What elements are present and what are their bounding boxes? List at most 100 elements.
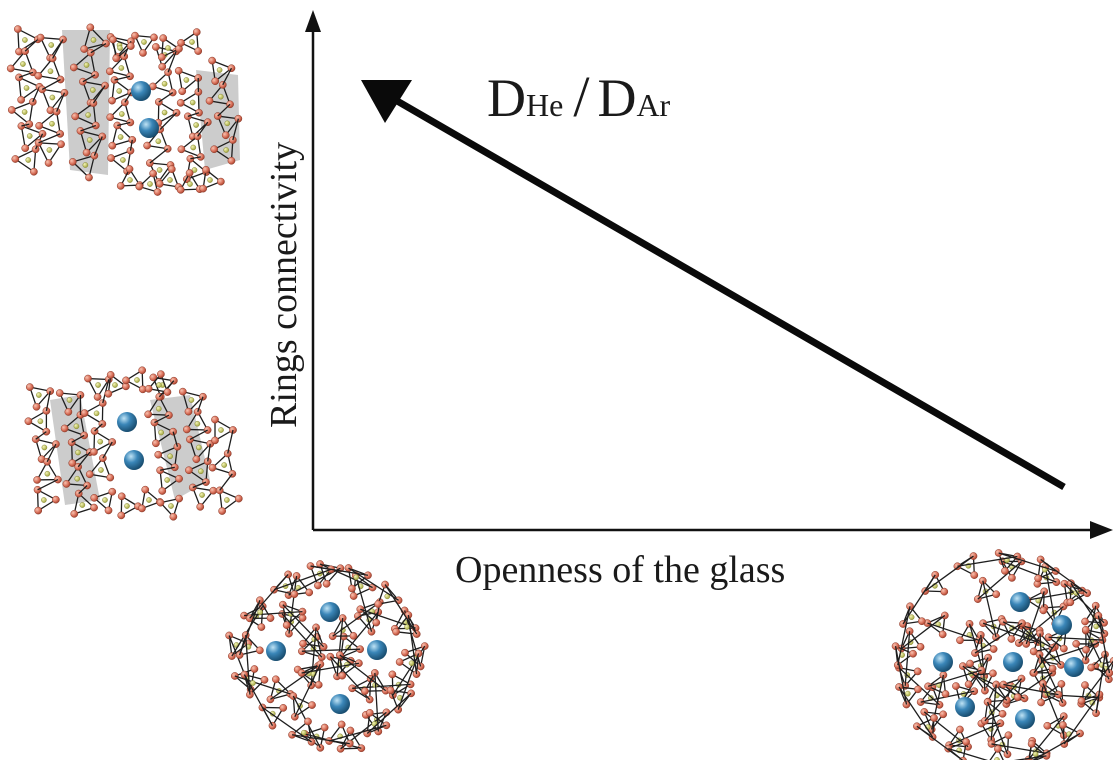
oxygen-atom — [163, 388, 172, 396]
silicon-atom — [41, 497, 47, 503]
tetrahedron — [17, 27, 40, 53]
bond — [977, 560, 1022, 600]
tetrahedron — [216, 115, 240, 137]
silicon-atom — [167, 453, 173, 460]
tetrahedron — [958, 622, 981, 641]
silicon-atom — [188, 397, 195, 403]
silicon-atom — [216, 67, 223, 73]
bottom-center-structure — [225, 560, 429, 753]
silicon-atom — [161, 80, 168, 87]
silicon-atom — [1032, 751, 1039, 757]
tetrahedron — [73, 101, 97, 127]
oxygen-atom — [104, 389, 113, 398]
bond — [982, 580, 997, 638]
tetrahedron — [65, 465, 89, 487]
oxygen-atom — [337, 720, 346, 729]
bond — [1002, 621, 1053, 649]
bond — [37, 478, 59, 491]
tetrahedron — [403, 645, 426, 668]
gas-atom — [933, 652, 953, 672]
bond — [991, 743, 1047, 754]
oxygen-atom — [90, 448, 98, 456]
tetrahedron — [93, 429, 114, 453]
tetrahedron — [9, 49, 34, 74]
oxygen-atom — [205, 97, 214, 105]
tetrahedron — [974, 633, 995, 654]
oxygen-atom — [392, 627, 400, 636]
bond — [927, 622, 980, 641]
oxygen-atom — [913, 667, 922, 676]
tetrahedron — [10, 100, 34, 126]
tetrahedron — [120, 495, 140, 517]
bond — [167, 51, 177, 73]
tetrahedron — [92, 490, 114, 512]
trend-arrow — [361, 80, 1066, 491]
tetrahedron — [997, 552, 1019, 573]
bond — [159, 112, 178, 130]
bond — [172, 431, 179, 447]
oxygen-atom — [167, 165, 176, 173]
oxygen-atom — [30, 167, 38, 176]
bond — [82, 74, 96, 83]
silicon-atom — [37, 418, 44, 425]
tetrahedron — [158, 167, 180, 188]
oxygen-atom — [218, 507, 226, 515]
mid-left-structure — [24, 366, 243, 521]
bond — [301, 662, 360, 674]
oxygen-atom — [314, 680, 323, 689]
bond — [197, 396, 204, 412]
gas-atom — [131, 81, 151, 101]
oxygen-atom — [184, 407, 193, 416]
tetrahedron — [157, 100, 178, 124]
oxygen-atom — [177, 38, 185, 47]
tetrahedron — [282, 603, 304, 627]
silicon-atom — [112, 382, 118, 388]
oxygen-atom — [199, 184, 208, 193]
silicon-atom — [49, 94, 56, 101]
tetrahedron — [339, 729, 363, 750]
bond — [217, 103, 231, 117]
oxygen-atom — [192, 28, 201, 36]
silicon-atom — [193, 122, 199, 128]
oxygen-atom — [208, 56, 216, 65]
oxygen-atom — [192, 455, 201, 464]
oxygen-atom — [143, 141, 151, 150]
oxygen-atom — [956, 636, 964, 645]
oxygen-atom — [956, 725, 964, 734]
oxygen-atom — [25, 383, 34, 391]
silicon-atom — [199, 492, 205, 498]
oxygen-atom — [1008, 574, 1016, 582]
bond — [149, 148, 169, 164]
silicon-atom — [183, 77, 190, 83]
oxygen-atom — [157, 53, 166, 61]
oxygen-atom — [193, 407, 202, 416]
silicon-atom — [217, 93, 224, 100]
tetrahedron — [14, 148, 37, 173]
oxygen-atom — [159, 34, 168, 42]
oxygen-atom — [144, 410, 153, 419]
tetrahedron — [1085, 629, 1104, 651]
oxygen-atom — [320, 723, 329, 732]
oxygen-atom — [305, 588, 314, 597]
dense-region — [196, 70, 240, 170]
bond — [1063, 694, 1100, 745]
oxygen-atom — [940, 587, 949, 596]
tetrahedron — [133, 34, 156, 55]
oxygen-atom — [209, 486, 218, 495]
oxygen-atom — [346, 726, 355, 735]
silicon-atom — [74, 475, 81, 482]
bond — [902, 574, 936, 625]
gas-atom — [1015, 709, 1035, 729]
oxygen-atom — [962, 737, 970, 746]
gas-atom — [1064, 657, 1084, 677]
tetrahedron — [243, 673, 266, 696]
silicon-atom — [168, 503, 174, 509]
tetrahedron — [138, 172, 159, 193]
axes — [305, 10, 1113, 539]
tetrahedron — [347, 567, 370, 590]
silicon-atom — [156, 382, 162, 388]
oxygen-atom — [1060, 644, 1068, 653]
oxygen-atom — [218, 80, 227, 89]
oxygen-atom — [108, 487, 117, 496]
silicon-atom — [49, 120, 55, 127]
